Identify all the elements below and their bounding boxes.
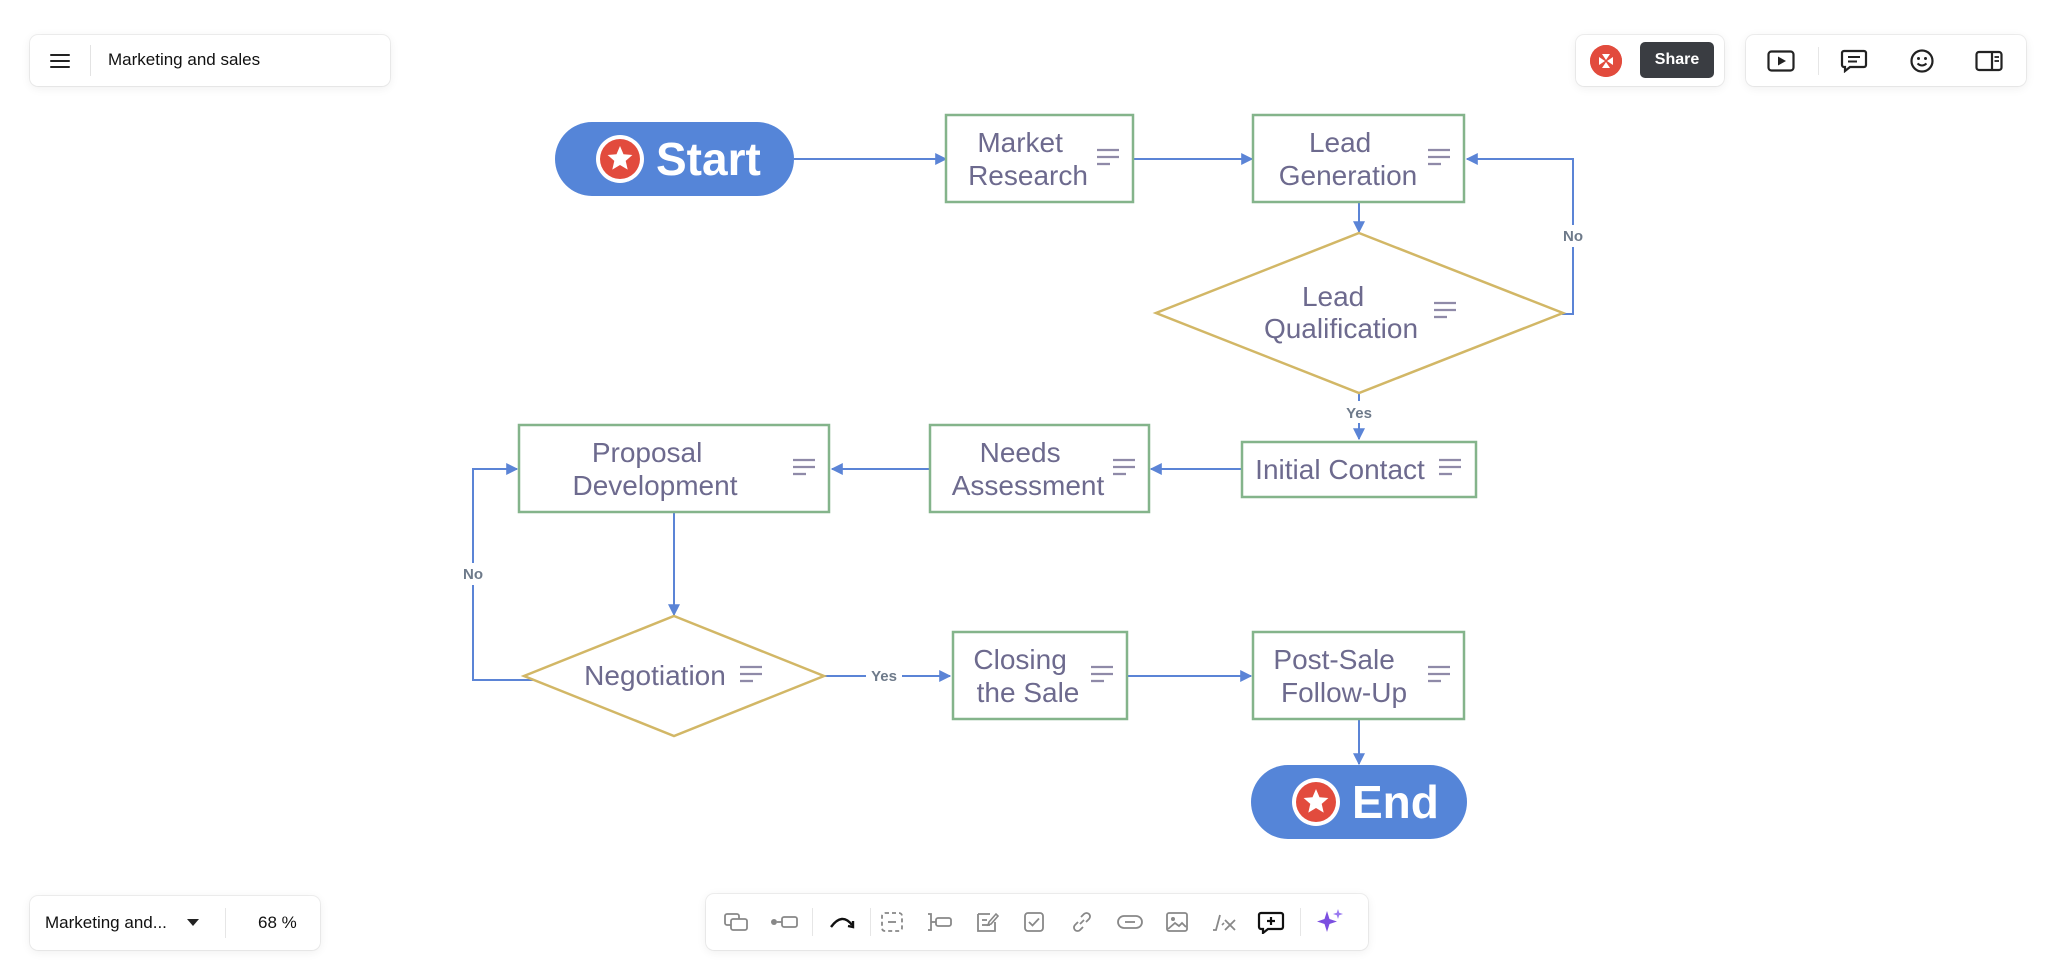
connector-shape-icon[interactable]	[768, 906, 800, 938]
note-icon[interactable]	[971, 906, 1003, 938]
container-icon[interactable]	[876, 906, 908, 938]
node-label-line: Proposal	[592, 437, 703, 468]
bracket-icon[interactable]	[923, 906, 955, 938]
node-label-line: Needs	[980, 437, 1061, 468]
board-title[interactable]: Marketing and sales	[108, 50, 261, 69]
process-closing-the-sale[interactable]: Closing the Sale	[951, 630, 1129, 721]
board-switcher-panel: Marketing and... 68 %	[30, 896, 320, 950]
svg-text:Proposal Development: Proposal Development	[573, 437, 738, 501]
svg-text:Post-Sale Follow-Up: Post-Sale Follow-Up	[1273, 644, 1407, 708]
end-node[interactable]: End	[1251, 765, 1467, 839]
process-lead-generation[interactable]: Lead Generation	[1251, 113, 1466, 204]
zoom-level[interactable]: 68 %	[258, 913, 297, 932]
divider	[225, 908, 226, 938]
star-icon	[1303, 789, 1329, 813]
star-icon	[607, 146, 633, 170]
node-label-line: Lead	[1309, 127, 1371, 158]
board-header-panel: Marketing and sales	[30, 35, 390, 86]
node-label-line: Market	[977, 127, 1063, 158]
edge-label-no: No	[463, 566, 483, 583]
embed-link-icon[interactable]	[1114, 906, 1146, 938]
edge-label-yes: Yes	[1346, 405, 1372, 422]
end-label: End	[1352, 776, 1439, 828]
chevron-down-icon[interactable]	[187, 919, 199, 926]
node-label-line: Assessment	[952, 470, 1105, 501]
decision-negotiation[interactable]: Negotiation	[520, 614, 828, 738]
node-label-line: Research	[968, 160, 1088, 191]
node-label-line: the Sale	[977, 677, 1080, 708]
frames-icon[interactable]	[720, 906, 752, 938]
side-panel-icon[interactable]	[1973, 45, 2005, 77]
node-label-line: Qualification	[1264, 313, 1418, 344]
node-label-line: Follow-Up	[1281, 677, 1407, 708]
divider	[1300, 908, 1301, 936]
node-label-line: Development	[573, 470, 738, 501]
process-market-research[interactable]: Market Research	[944, 113, 1135, 204]
board-switcher-name[interactable]: Marketing and...	[45, 913, 167, 932]
node-label-line: Generation	[1279, 160, 1418, 191]
share-panel: Share	[1576, 35, 1724, 86]
link-icon[interactable]	[1066, 906, 1098, 938]
ai-sparkle-icon[interactable]	[1314, 906, 1346, 938]
smiley-icon[interactable]	[1906, 45, 1938, 77]
node-label-line: Post-Sale	[1273, 644, 1394, 675]
node-label-line: Lead	[1302, 281, 1364, 312]
image-icon[interactable]	[1161, 906, 1193, 938]
formula-icon[interactable]	[1208, 906, 1240, 938]
process-proposal-development[interactable]: Proposal Development	[517, 423, 831, 514]
svg-text:Market Research: Market Research	[968, 127, 1088, 191]
decision-lead-qualification[interactable]: Lead Qualification	[1152, 231, 1567, 395]
edge-label-yes: Yes	[871, 668, 897, 685]
process-needs-assessment[interactable]: Needs Assessment	[928, 423, 1151, 514]
share-button[interactable]: Share	[1640, 42, 1714, 78]
process-initial-contact[interactable]: Initial Contact	[1240, 440, 1478, 499]
start-node[interactable]: Start	[555, 122, 794, 196]
node-label: Negotiation	[584, 660, 726, 691]
svg-text:Lead Generation: Lead Generation	[1279, 127, 1418, 191]
start-label: Start	[656, 133, 761, 185]
add-shape-icon[interactable]	[1255, 906, 1287, 938]
curved-connector-icon[interactable]	[826, 906, 858, 938]
svg-text:Lead Qualification: Lead Qualification	[1264, 281, 1418, 344]
svg-text:Closing the Sale: Closing the Sale	[973, 644, 1079, 708]
hamburger-icon[interactable]	[48, 49, 72, 73]
divider	[870, 908, 871, 936]
logo-icon	[1590, 45, 1622, 77]
view-tools-panel	[1746, 35, 2026, 86]
bottom-toolbar	[706, 894, 1368, 950]
process-post-sale-follow-up[interactable]: Post-Sale Follow-Up	[1251, 630, 1466, 721]
divider	[812, 908, 813, 936]
node-label: Initial Contact	[1255, 454, 1425, 485]
divider	[90, 45, 91, 76]
avatar[interactable]	[1590, 45, 1622, 77]
checkbox-icon[interactable]	[1018, 906, 1050, 938]
node-label-line: Closing	[973, 644, 1066, 675]
comment-icon[interactable]	[1838, 45, 1870, 77]
divider	[1818, 47, 1819, 75]
play-screen-icon[interactable]	[1765, 45, 1797, 77]
edge-label-no: No	[1563, 228, 1583, 245]
svg-text:Needs Assessment: Needs Assessment	[952, 437, 1105, 501]
